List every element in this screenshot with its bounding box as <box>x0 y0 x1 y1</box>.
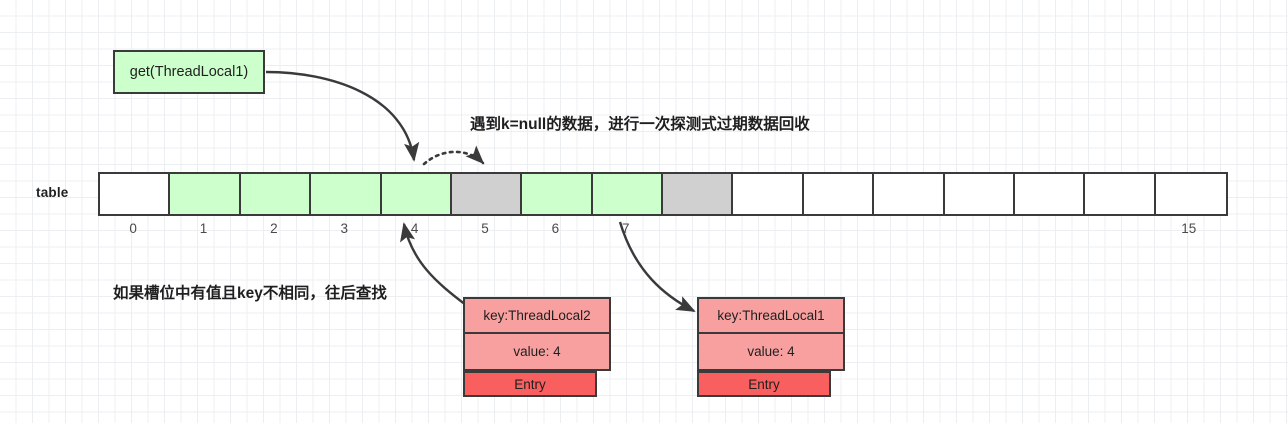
table-slot-15[interactable] <box>1155 174 1226 214</box>
table-slot-4[interactable] <box>381 174 452 214</box>
table-slot-5[interactable] <box>451 174 523 214</box>
table-index-label-0: 0 <box>129 221 137 236</box>
get-call-box[interactable]: get(ThreadLocal1) <box>113 50 265 94</box>
table-index-label-10 <box>802 221 872 241</box>
table-slot-12[interactable] <box>944 174 1015 214</box>
annotation-expunge-stale: 遇到k=null的数据，进行一次探测式过期数据回收 <box>470 116 810 133</box>
entry-tag-threadlocal2: Entry <box>463 371 597 397</box>
arrow-get-call-to-slot4 <box>265 70 420 162</box>
entry-value-threadlocal2: value: 4 <box>513 344 561 359</box>
table-index-label-13 <box>1013 221 1083 241</box>
entry-box-threadlocal1[interactable]: key:ThreadLocal1 value: 4 Entry <box>697 297 845 397</box>
entry-key-threadlocal2: key:ThreadLocal2 <box>465 299 609 334</box>
table-index-label-4: 4 <box>410 221 419 236</box>
table-index-label-8 <box>661 221 731 241</box>
table-index-label-1: 1 <box>199 221 208 236</box>
table-slot-0[interactable] <box>100 174 171 214</box>
annotation-linear-probe-line2: 往后查找 <box>324 285 387 302</box>
table-index-label-3: 3 <box>340 221 349 236</box>
entry-tag-threadlocal1: Entry <box>697 371 831 397</box>
table-slot-8[interactable] <box>663 174 734 214</box>
table-index-label-15: 15 <box>1181 221 1197 236</box>
annotation-linear-probe-line1: 如果槽位中有值且key不相同， <box>113 285 325 302</box>
table-index-label-11 <box>872 221 942 241</box>
table-slot-1[interactable] <box>170 174 241 214</box>
table-label: table <box>36 185 69 200</box>
table-index-label-2: 2 <box>270 221 278 236</box>
arrow-probe-slot4-to-slot5 <box>422 145 485 166</box>
get-call-label: get(ThreadLocal1) <box>129 64 249 80</box>
entry-box-threadlocal2[interactable]: key:ThreadLocal2 value: 4 Entry <box>463 297 611 397</box>
entry-key-threadlocal1: key:ThreadLocal1 <box>699 299 843 334</box>
table-row <box>98 172 1228 216</box>
table-slot-14[interactable] <box>1085 174 1156 214</box>
table-slot-6[interactable] <box>522 174 593 214</box>
table-index-label-9 <box>731 221 801 241</box>
table-index-label-14 <box>1083 221 1153 241</box>
annotation-linear-probe: 如果槽位中有值且key不相同，往后查找 <box>104 281 396 306</box>
table-index-label-7: 7 <box>622 221 630 236</box>
table-slot-11[interactable] <box>874 174 945 214</box>
table-slot-3[interactable] <box>311 174 382 214</box>
entry-value-threadlocal1: value: 4 <box>747 344 795 359</box>
table-index-label-12 <box>943 221 1013 241</box>
table-slot-10[interactable] <box>803 174 875 214</box>
table-slot-7[interactable] <box>592 174 663 214</box>
table-slot-9[interactable] <box>733 174 804 214</box>
table-slot-2[interactable] <box>240 174 312 214</box>
table-index-label-5: 5 <box>481 221 489 236</box>
entry-kv-threadlocal2: key:ThreadLocal2 value: 4 <box>463 297 611 371</box>
table-slot-13[interactable] <box>1014 174 1086 214</box>
table-index-row: 0 1 2 3 4 5 6 7 15 <box>98 221 1224 241</box>
table-index-label-6: 6 <box>551 221 560 236</box>
entry-kv-threadlocal1: key:ThreadLocal1 value: 4 <box>697 297 845 371</box>
